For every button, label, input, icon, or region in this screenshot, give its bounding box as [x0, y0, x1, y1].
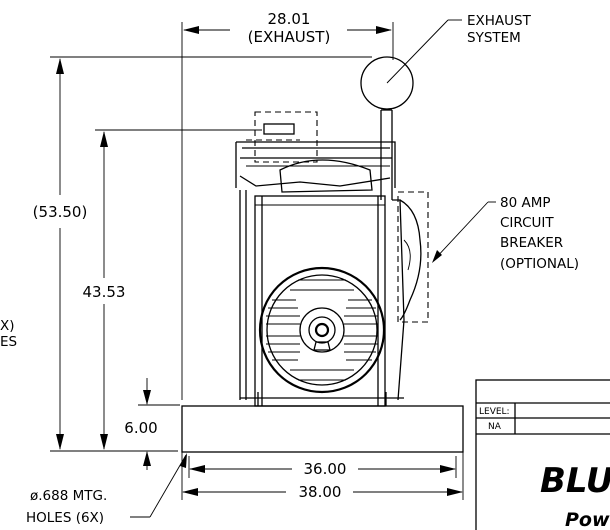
- left-edge-text-2: ES: [0, 334, 17, 350]
- exhaust-width-label: (EXHAUST): [248, 28, 331, 46]
- overall-height-dimension: (53.50): [33, 56, 372, 452]
- exhaust-width-value: 28.01: [268, 10, 311, 28]
- title-block: LEVEL: NA BLU Pow: [475, 379, 610, 530]
- left-edge-text-1: X): [0, 318, 15, 334]
- exhaust-system-callout: EXHAUST SYSTEM: [360, 13, 532, 110]
- circuit-breaker-callout: 80 AMP CIRCUIT BREAKER (OPTIONAL): [432, 195, 579, 272]
- breaker-label-line2: CIRCUIT: [500, 215, 554, 231]
- title-level-value: NA: [488, 422, 502, 432]
- frame-height-value: 43.53: [83, 283, 126, 301]
- base-height-value: 6.00: [124, 419, 157, 437]
- mounting-holes-line1: ø.688 MTG.: [30, 488, 107, 504]
- base-outer-width-value: 38.00: [299, 483, 342, 501]
- base-inner-width-value: 36.00: [304, 460, 347, 478]
- breaker-label-line4: (OPTIONAL): [500, 256, 579, 272]
- exhaust-label-line1: EXHAUST: [467, 13, 532, 29]
- company-logo-text: BLU: [540, 461, 610, 501]
- overall-height-value: (53.50): [33, 203, 88, 221]
- exhaust-width-dimension: 28.01 (EXHAUST): [181, 10, 394, 400]
- base-skid: [181, 405, 464, 453]
- company-logo-subtext: Pow: [565, 509, 610, 530]
- breaker-label-line1: 80 AMP: [500, 195, 551, 211]
- mounting-holes-callout: ø.688 MTG. HOLES (6X): [26, 453, 187, 526]
- breaker-label-line3: BREAKER: [500, 235, 563, 251]
- base-height-dimension: 6.00: [124, 378, 180, 470]
- mounting-holes-line2: HOLES (6X): [26, 510, 104, 526]
- base-width-dimensions: 36.00 38.00: [181, 452, 464, 501]
- generator-unit: [235, 109, 429, 407]
- frame-height-dimension: 43.53: [83, 129, 262, 450]
- title-level-label: LEVEL:: [479, 407, 510, 417]
- exhaust-label-line2: SYSTEM: [467, 30, 521, 46]
